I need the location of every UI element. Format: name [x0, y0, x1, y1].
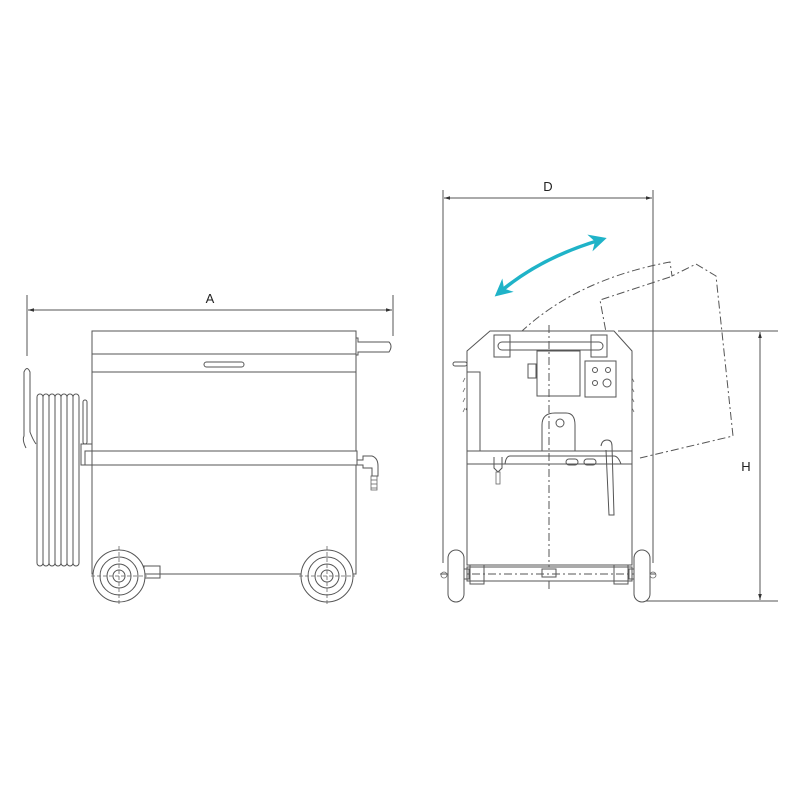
hose-reel — [22, 368, 88, 567]
main-body — [91, 371, 357, 575]
tilted-cover-outline — [465, 261, 734, 459]
upper-body — [91, 353, 357, 373]
side-view: A — [22, 291, 394, 606]
dimension-d-label: D — [543, 179, 552, 194]
dimension-h-label: H — [741, 459, 750, 474]
lower-rail — [466, 450, 633, 465]
center-mount — [541, 412, 576, 451]
rotary-switch — [602, 378, 612, 388]
slot-handle — [203, 361, 245, 368]
front-view: D H — [440, 179, 778, 603]
top-handle — [497, 341, 604, 351]
front-wheel-left — [447, 549, 465, 603]
lid — [91, 330, 357, 355]
hose-barb — [370, 475, 378, 491]
elbow-fitting — [357, 455, 379, 477]
front-panel — [536, 350, 581, 397]
wheel-right — [299, 546, 355, 606]
tilt-arrow-icon — [494, 234, 607, 297]
control-knob — [592, 367, 598, 373]
handle-rod — [356, 337, 392, 356]
dimension-h: H — [618, 330, 778, 602]
control-knob — [605, 367, 611, 373]
control-knob — [592, 380, 598, 386]
dimension-a: A — [26, 291, 394, 356]
control-box — [584, 360, 617, 398]
front-wheel-right — [633, 549, 651, 603]
dimension-d: D — [442, 179, 654, 563]
mid-rail — [84, 450, 358, 466]
dimension-a-label: A — [206, 291, 215, 306]
wheel-left — [91, 546, 147, 606]
hose — [600, 439, 615, 516]
